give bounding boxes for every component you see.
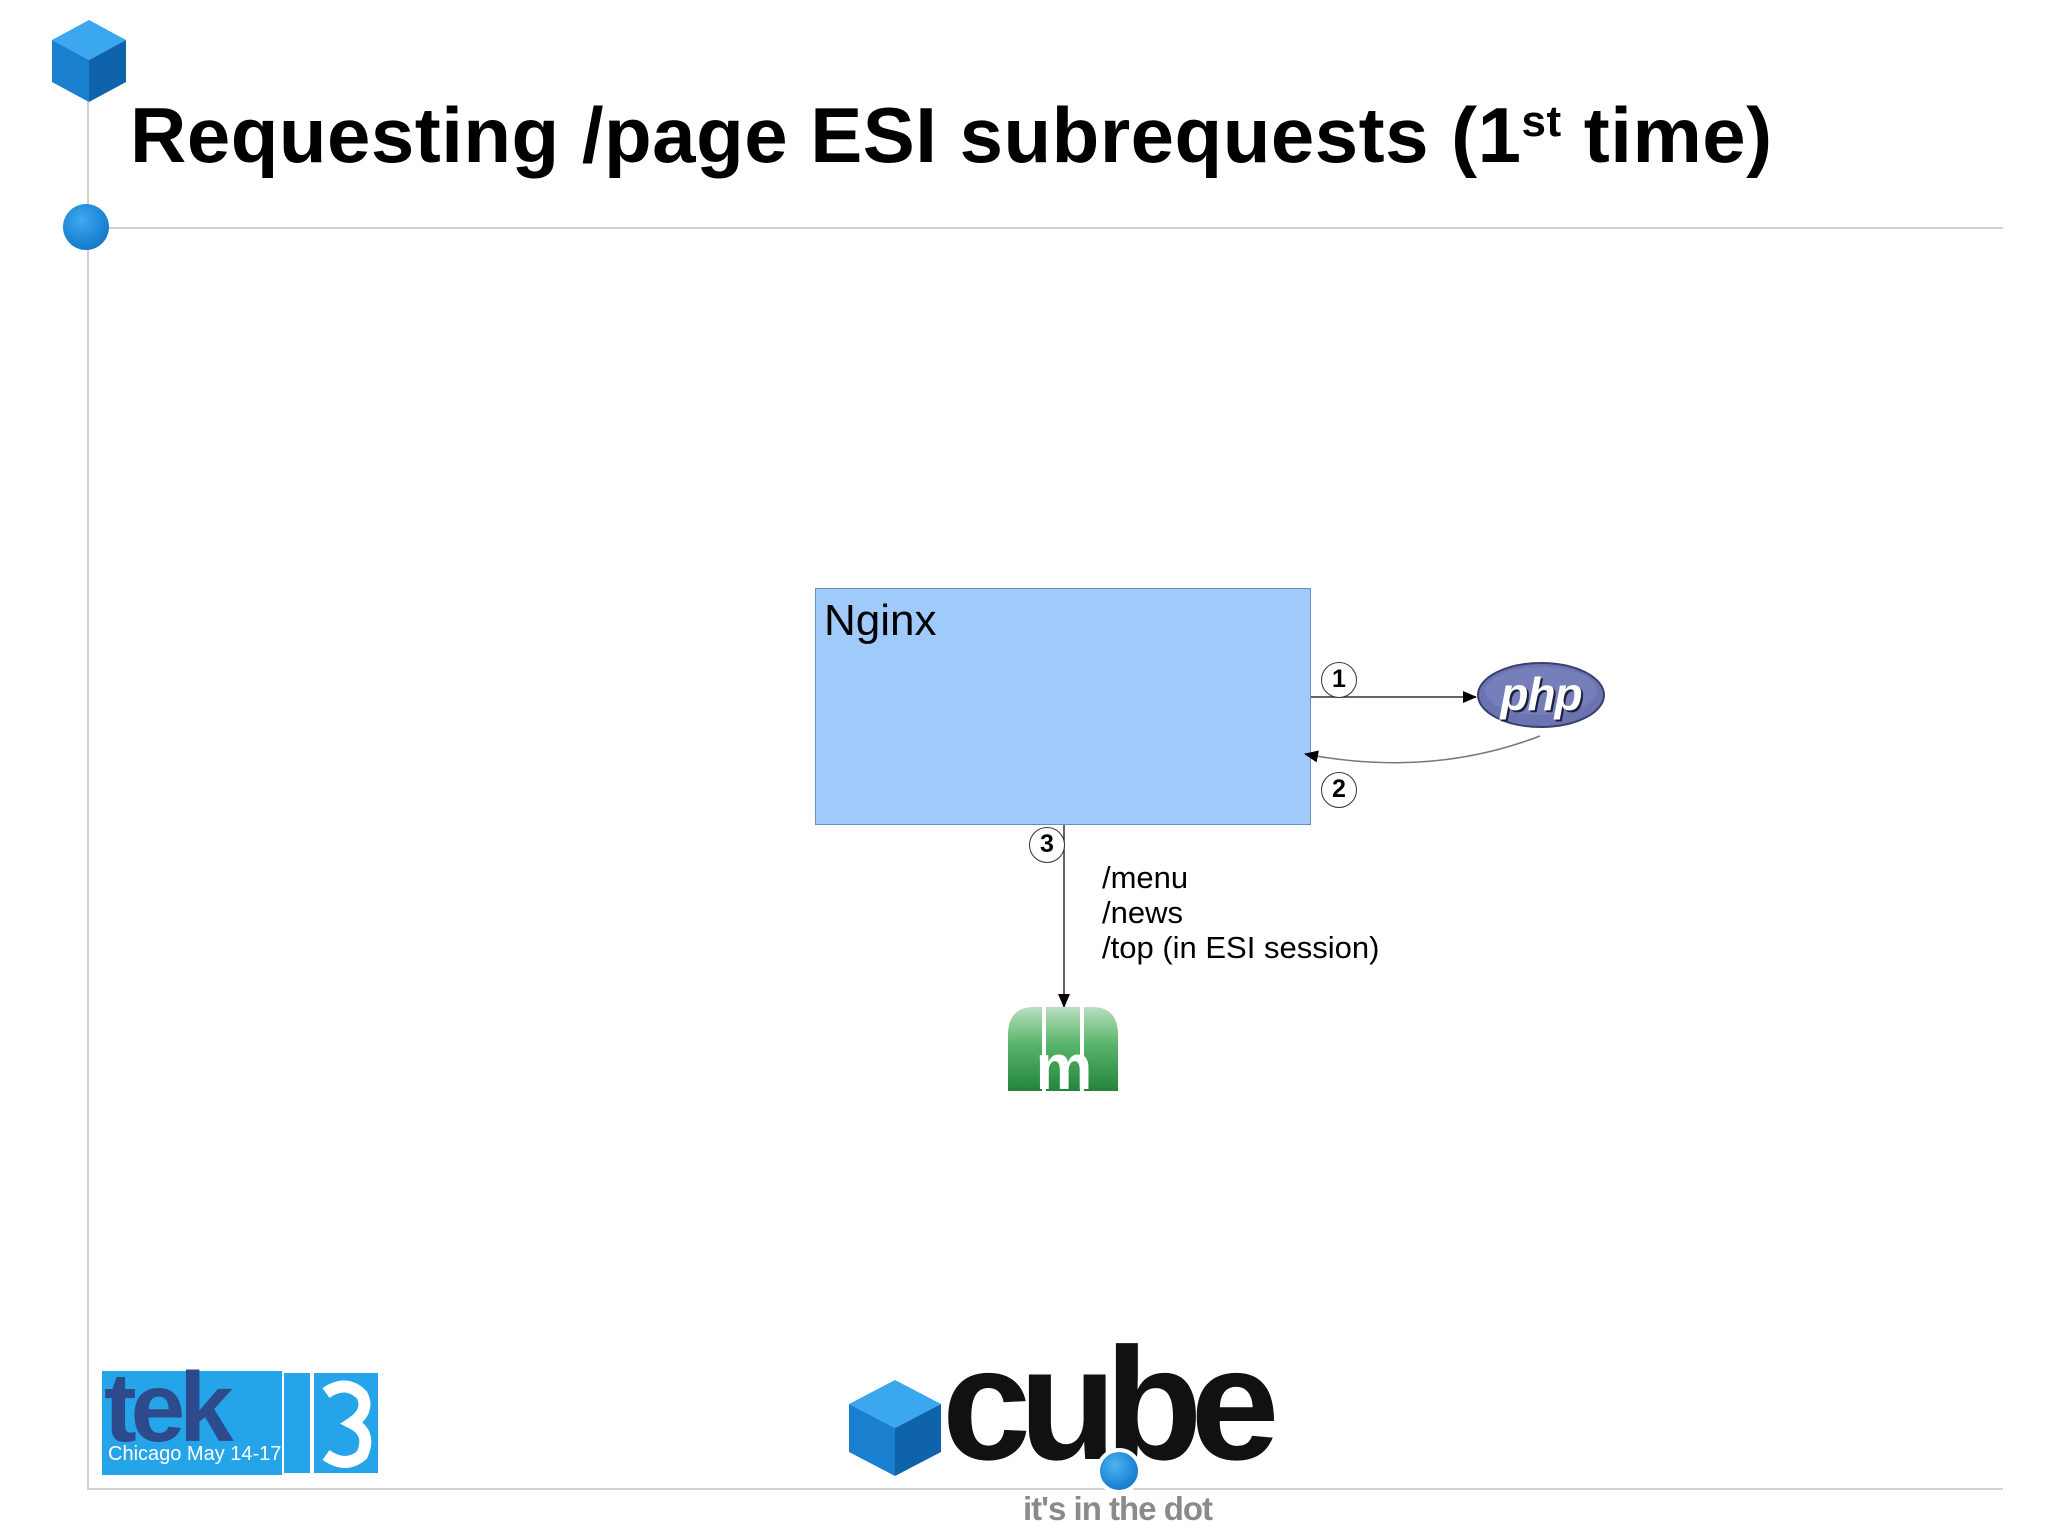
tek-logo-background — [102, 1371, 282, 1475]
esi-path-news: /news — [1102, 895, 1183, 930]
cube-tagline: it's in the dot — [1023, 1490, 1213, 1527]
cube-logo-icon — [849, 1380, 941, 1476]
nginx-box — [815, 588, 1311, 825]
svg-text:m: m — [1036, 1031, 1093, 1091]
nginx-label: Nginx — [824, 596, 937, 645]
php-logo-icon — [1477, 662, 1605, 728]
step-badge-3: 3 — [1029, 827, 1065, 863]
frame-vertical-line — [87, 88, 89, 1490]
tek-logo-number-icon — [282, 1371, 380, 1475]
memcache-logo-icon: m — [1008, 1007, 1118, 1091]
arrow-from-php — [1304, 735, 1541, 764]
slide-title-main: Requesting /page ESI subrequests (1 — [130, 91, 1522, 179]
cube-logo-dot-icon — [1096, 1448, 1142, 1494]
php-logo-text: php — [1500, 668, 1582, 720]
title-underline — [87, 227, 2003, 229]
title-dot-icon — [63, 204, 109, 250]
slide-title: Requesting /page ESI subrequests (1st ti… — [130, 96, 1773, 174]
footer-line — [87, 1488, 2003, 1490]
slide-title-superscript: st — [1521, 97, 1562, 146]
step-badge-2: 2 — [1321, 772, 1357, 808]
esi-path-top: /top (in ESI session) — [1102, 930, 1380, 965]
tek-logo-subtitle: Chicago May 14-17 — [108, 1443, 282, 1465]
corner-cube-icon — [52, 20, 126, 102]
tek-logo-text: tek — [104, 1352, 234, 1462]
esi-path-menu: /menu — [1102, 860, 1189, 895]
slide-title-end: time) — [1561, 91, 1773, 179]
step-badge-1: 1 — [1321, 662, 1357, 698]
